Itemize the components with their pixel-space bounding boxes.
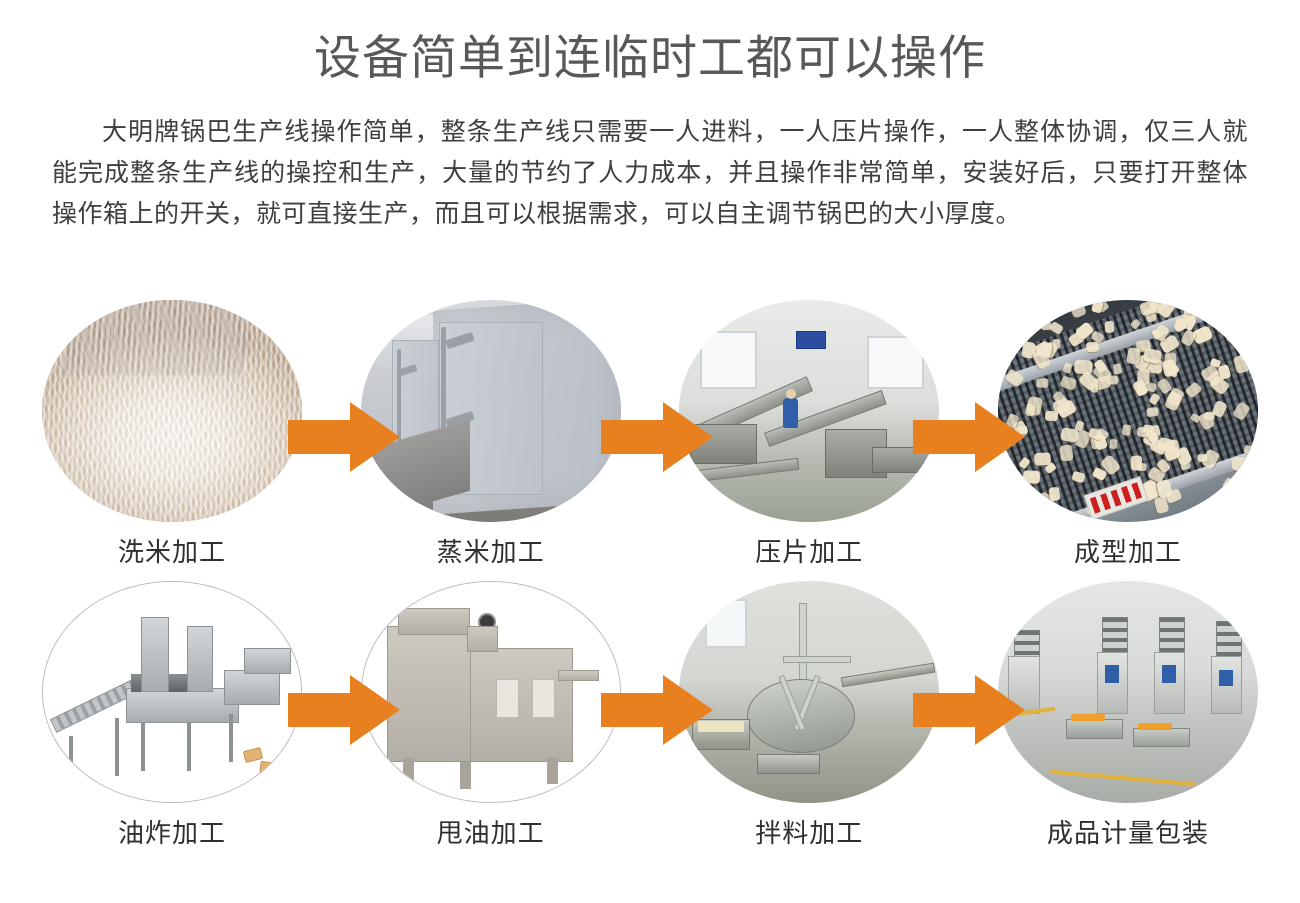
flow-step-frying[interactable]: 油炸加工 — [28, 581, 316, 850]
flow-row-bottom: 油炸加工 — [0, 581, 1300, 850]
oval-frame — [42, 300, 302, 522]
page-title: 设备简单到连临时工都可以操作 — [314, 31, 986, 84]
process-flow-diagram: 洗米加工 — [0, 300, 1300, 850]
intro-paragraph: 大明牌锅巴生产线操作简单，整条生产线只需要一人进料，一人压片操作，一人整体协调，… — [52, 117, 1248, 228]
sheet-pressing-line-photo — [679, 300, 940, 522]
oval-frame — [42, 581, 302, 803]
flow-step-forming[interactable]: 成型加工 — [984, 300, 1272, 569]
oval-frame — [997, 300, 1258, 522]
flow-step-label: 甩油加工 — [436, 818, 545, 848]
flow-step-label: 蒸米加工 — [436, 537, 545, 567]
flow-step-label: 成型加工 — [1073, 537, 1182, 567]
frying-line-photo — [42, 581, 302, 803]
oval-frame — [997, 581, 1258, 803]
flow-step-pressing[interactable]: 压片加工 — [665, 300, 953, 569]
flow-step-deoiling[interactable]: 甩油加工 — [347, 581, 635, 850]
right-arrow-icon — [288, 400, 400, 474]
right-arrow-icon — [913, 400, 1025, 474]
right-arrow-icon — [913, 673, 1025, 747]
flow-step-label: 压片加工 — [755, 537, 864, 567]
flow-step-steaming[interactable]: 蒸米加工 — [347, 300, 635, 569]
flow-step-seasoning[interactable]: 拌料加工 — [665, 581, 953, 850]
seasoning-drum-photo — [679, 581, 940, 803]
de-oiling-machine-photo — [360, 581, 621, 803]
steaming-chamber-photo — [360, 300, 621, 522]
forming-conveyor-photo — [997, 300, 1258, 522]
oval-frame — [360, 300, 621, 522]
flow-step-washing[interactable]: 洗米加工 — [28, 300, 316, 569]
flow-step-label: 洗米加工 — [117, 537, 226, 567]
washed-rice-photo — [42, 300, 302, 522]
flow-step-label: 油炸加工 — [117, 818, 226, 848]
right-arrow-icon — [601, 673, 713, 747]
packaging-workshop-photo — [997, 581, 1258, 803]
right-arrow-icon — [288, 673, 400, 747]
oval-frame — [679, 300, 940, 522]
oval-frame — [679, 581, 940, 803]
flow-step-label: 拌料加工 — [755, 818, 864, 848]
right-arrow-icon — [601, 400, 713, 474]
flow-step-label: 成品计量包装 — [1046, 818, 1209, 848]
flow-row-top: 洗米加工 — [0, 300, 1300, 569]
oval-frame — [360, 581, 621, 803]
flow-step-packaging[interactable]: 成品计量包装 — [984, 581, 1272, 850]
